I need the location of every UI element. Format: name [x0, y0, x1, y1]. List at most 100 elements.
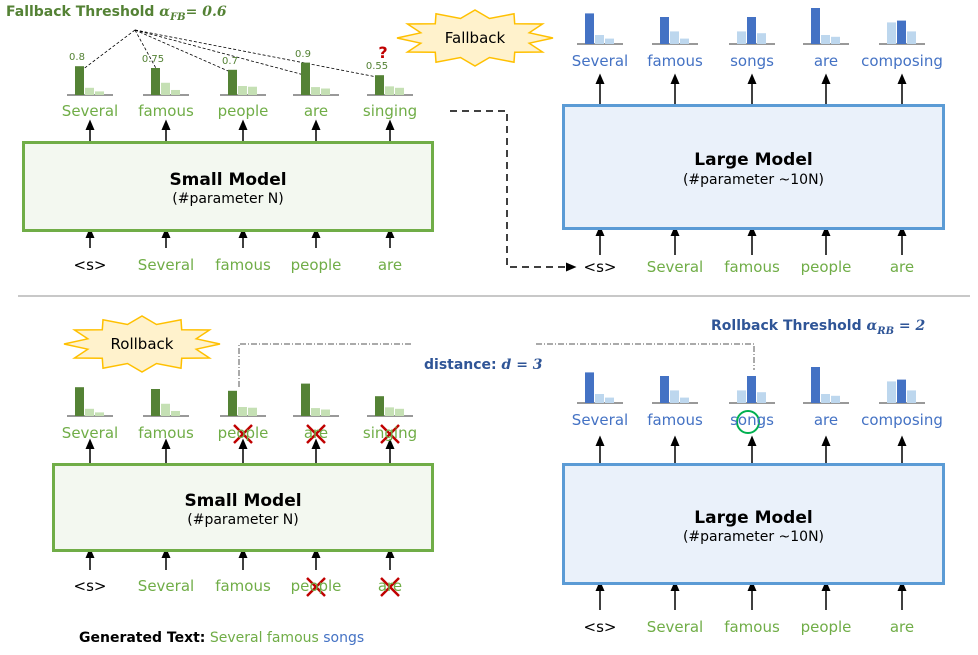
fallback-threshold-label: Fallback Threshold αFB= 0.6: [6, 4, 227, 23]
reject-cross-icon: [380, 424, 400, 444]
large-output-token: famous: [647, 411, 703, 429]
small-dist-top-bar: [321, 88, 330, 95]
large-input-token: Several: [646, 618, 704, 636]
large-dist-top-bar: [757, 33, 766, 44]
large-dist-bottom-bar: [907, 390, 916, 403]
large-output-token: are: [813, 411, 839, 429]
large-dist-bottom-bar: [887, 381, 896, 403]
fallback-connector: [450, 110, 577, 272]
small-dist-top-bar: [385, 86, 394, 95]
small-input-token: people: [290, 256, 342, 274]
threshold-pointer-line: [134, 29, 383, 79]
small-dist-top-bar: [151, 68, 160, 95]
small-model-box-bottom: Small Model (#parameter N): [52, 463, 434, 552]
small-input-token: famous: [215, 577, 271, 595]
large-dist-top-bar: [680, 38, 689, 44]
large-model-title: Large Model: [694, 508, 813, 528]
large-dist-bottom-bar: [821, 394, 830, 403]
small-model-subtitle: (#parameter N): [187, 512, 299, 528]
threshold-pointer-line: [134, 29, 309, 77]
small-input-token: people: [290, 577, 342, 595]
large-dist-top-bar: [737, 31, 746, 44]
fallback-threshold-value: = 0.6: [185, 4, 227, 20]
small-dist-top-bar: [311, 87, 320, 95]
small-dist-bottom-bar: [95, 412, 104, 416]
large-dist-bottom-bar: [831, 395, 840, 403]
small-output-token: people: [217, 424, 269, 442]
small-output-token: people: [217, 102, 269, 120]
fallback-threshold-text: Fallback Threshold: [6, 4, 155, 20]
large-dist-top-bar: [747, 17, 756, 44]
small-dist-bottom-bar: [248, 407, 257, 416]
distance-connector-left: [238, 343, 412, 387]
large-input-token: <s>: [583, 618, 617, 636]
large-model-subtitle: (#parameter ~10N): [682, 172, 825, 188]
distance-text: distance:: [424, 357, 497, 373]
small-dist-top-bar: [85, 87, 94, 95]
large-dist-bottom-bar: [670, 390, 679, 403]
rollback-burst-icon: [63, 315, 221, 373]
alpha-symbol: α: [866, 318, 878, 334]
small-dist-bottom-bar: [171, 410, 180, 416]
small-input-token: <s>: [73, 577, 107, 595]
small-output-token: are: [303, 102, 329, 120]
small-input-token: Several: [137, 256, 195, 274]
threshold-pointer-line: [134, 29, 236, 75]
generated-text-label: Generated Text:: [79, 630, 206, 646]
large-input-token: are: [889, 258, 915, 276]
large-dist-bottom-bar: [897, 379, 906, 403]
alpha-subscript: FB: [170, 11, 186, 23]
large-dist-bottom-bar: [585, 372, 594, 403]
large-input-token: famous: [724, 618, 780, 636]
token-probability: 0.8: [69, 52, 85, 64]
token-probability: 0.75: [141, 54, 165, 65]
large-dist-bottom-bar: [737, 390, 746, 403]
token-probability: 0.7: [222, 55, 238, 67]
large-input-token: are: [889, 618, 915, 636]
large-model-title: Large Model: [694, 150, 813, 170]
generated-text-small-part: Several famous: [209, 630, 319, 646]
threshold-pointer-line: [134, 29, 159, 73]
large-dist-top-bar: [670, 31, 679, 44]
small-dist-bottom-bar: [395, 408, 404, 416]
large-output-token: are: [813, 52, 839, 70]
large-dist-top-bar: [831, 36, 840, 44]
small-dist-bottom-bar: [321, 409, 330, 416]
rollback-threshold-label: Rollback Threshold αRB = 2: [711, 318, 925, 337]
small-dist-bottom-bar: [385, 407, 394, 416]
small-dist-top-bar: [75, 66, 84, 95]
large-input-token: famous: [724, 258, 780, 276]
large-dist-top-bar: [605, 38, 614, 44]
small-dist-bottom-bar: [228, 390, 237, 416]
fallback-burst-label: Fallback: [444, 29, 506, 47]
reject-cross-icon: [233, 424, 253, 444]
small-model-title: Small Model: [169, 170, 287, 190]
large-dist-top-bar: [821, 35, 830, 44]
distance-label: distance: d = 3: [424, 357, 543, 373]
small-dist-top-bar: [395, 87, 404, 95]
large-model-box-bottom: Large Model (#parameter ~10N): [562, 463, 945, 585]
small-dist-top-bar: [95, 91, 104, 95]
small-dist-bottom-bar: [85, 408, 94, 416]
large-dist-top-bar: [660, 17, 669, 44]
large-dist-top-bar: [585, 13, 594, 44]
large-output-token: famous: [647, 52, 703, 70]
generated-text: Generated Text: Several famous songs: [79, 630, 364, 646]
small-dist-bottom-bar: [161, 403, 170, 416]
small-dist-bottom-bar: [301, 383, 310, 416]
small-output-token: Several: [61, 424, 119, 442]
large-input-token: Several: [646, 258, 704, 276]
small-output-token: famous: [138, 424, 194, 442]
small-input-token: Several: [137, 577, 195, 595]
large-dist-top-bar: [595, 35, 604, 44]
fallback-burst-icon: [396, 9, 554, 67]
alpha-symbol: α: [159, 4, 171, 20]
generated-text-large-part: songs: [323, 630, 365, 646]
small-dist-bottom-bar: [311, 408, 320, 416]
small-model-box-top: Small Model (#parameter N): [22, 141, 434, 232]
large-model-subtitle: (#parameter ~10N): [682, 529, 825, 545]
distance-connector-right: [536, 343, 755, 370]
large-dist-top-bar: [897, 20, 906, 44]
small-output-token: Several: [61, 102, 119, 120]
